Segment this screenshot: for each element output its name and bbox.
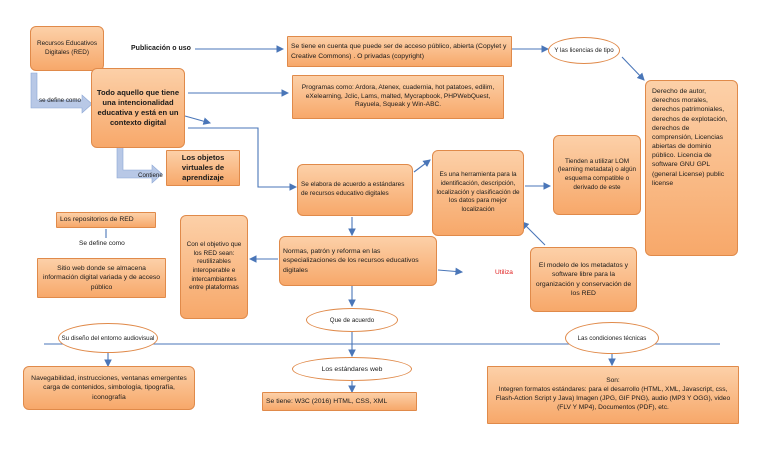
- repositorios-node: Los repositorios de RED: [56, 212, 156, 228]
- bent-arrow-contiene: [116, 143, 163, 184]
- condiciones-ellipse: Las condiciones técnicas: [565, 322, 659, 354]
- objetos-node: Los objetos virtuales de aprendizaje: [166, 150, 240, 186]
- utiliza-label: Utiliza: [495, 269, 513, 276]
- normas-node: Normas, patrón y reforma en las especial…: [279, 236, 437, 286]
- licencias-tipo-ellipse: Y las licencias de tipo: [548, 37, 620, 64]
- se-define-como-label: se define como: [39, 97, 81, 104]
- son-title: Son:: [606, 377, 620, 385]
- intencionalidad-node: Todo aquello que tiene una intencionalid…: [91, 68, 185, 148]
- acceso-node: Se tiene en cuenta que puede ser de acce…: [287, 36, 512, 67]
- programas-node: Programas como: Ardora, Atenex, cuaderni…: [292, 75, 504, 119]
- navegabilidad-node: Navegabilidad, instrucciones, ventanas e…: [23, 366, 195, 410]
- son-node: Son: Integren formatos estándares: para …: [487, 366, 739, 424]
- arrow-aquello-elabora: [188, 127, 298, 191]
- estandares-web-ellipse: Los estándares web: [292, 357, 412, 381]
- elabora-node: Se elabora de acuerdo a estándares de re…: [297, 164, 413, 216]
- derechos-node: Derecho de autor, derechos morales, dere…: [645, 80, 738, 256]
- arrow-modelo-herramienta: [521, 221, 546, 246]
- arrow-licencias-derechos: [621, 56, 645, 81]
- contiene-label: Contiene: [138, 172, 163, 179]
- se-define-como-label-2: Se define como: [79, 240, 125, 247]
- w3c-node: Se tiene: W3C (2016) HTML, CSS, XML: [262, 392, 417, 411]
- recursos-node: Recursos Educativos Digitales (RED): [30, 26, 104, 71]
- acuerdo-ellipse: Que de acuerdo: [306, 308, 398, 332]
- modelo-node: El modelo de los metadatos y software li…: [530, 247, 637, 312]
- lom-node: Tienden a utilizar LOM (learning metadat…: [553, 135, 641, 215]
- publicacion-label: Publicación o uso: [131, 45, 191, 52]
- diseno-ellipse: Su diseño del entorno audiovisual: [58, 323, 158, 353]
- son-body: Integren formatos estándares: para el de…: [495, 386, 731, 411]
- arrow-normas-utiliza: [437, 267, 464, 276]
- sitio-web-node: Sitio web donde se almacena información …: [37, 258, 166, 298]
- herramienta-node: Es una herramienta para la identificació…: [432, 150, 524, 236]
- bent-arrow-define: [30, 72, 93, 114]
- arrow-aquello-down: [184, 115, 212, 125]
- arrow-elabora-herramienta: [413, 159, 431, 173]
- objetivo-node: Con el objetivo que los RED sean: reutil…: [180, 215, 248, 319]
